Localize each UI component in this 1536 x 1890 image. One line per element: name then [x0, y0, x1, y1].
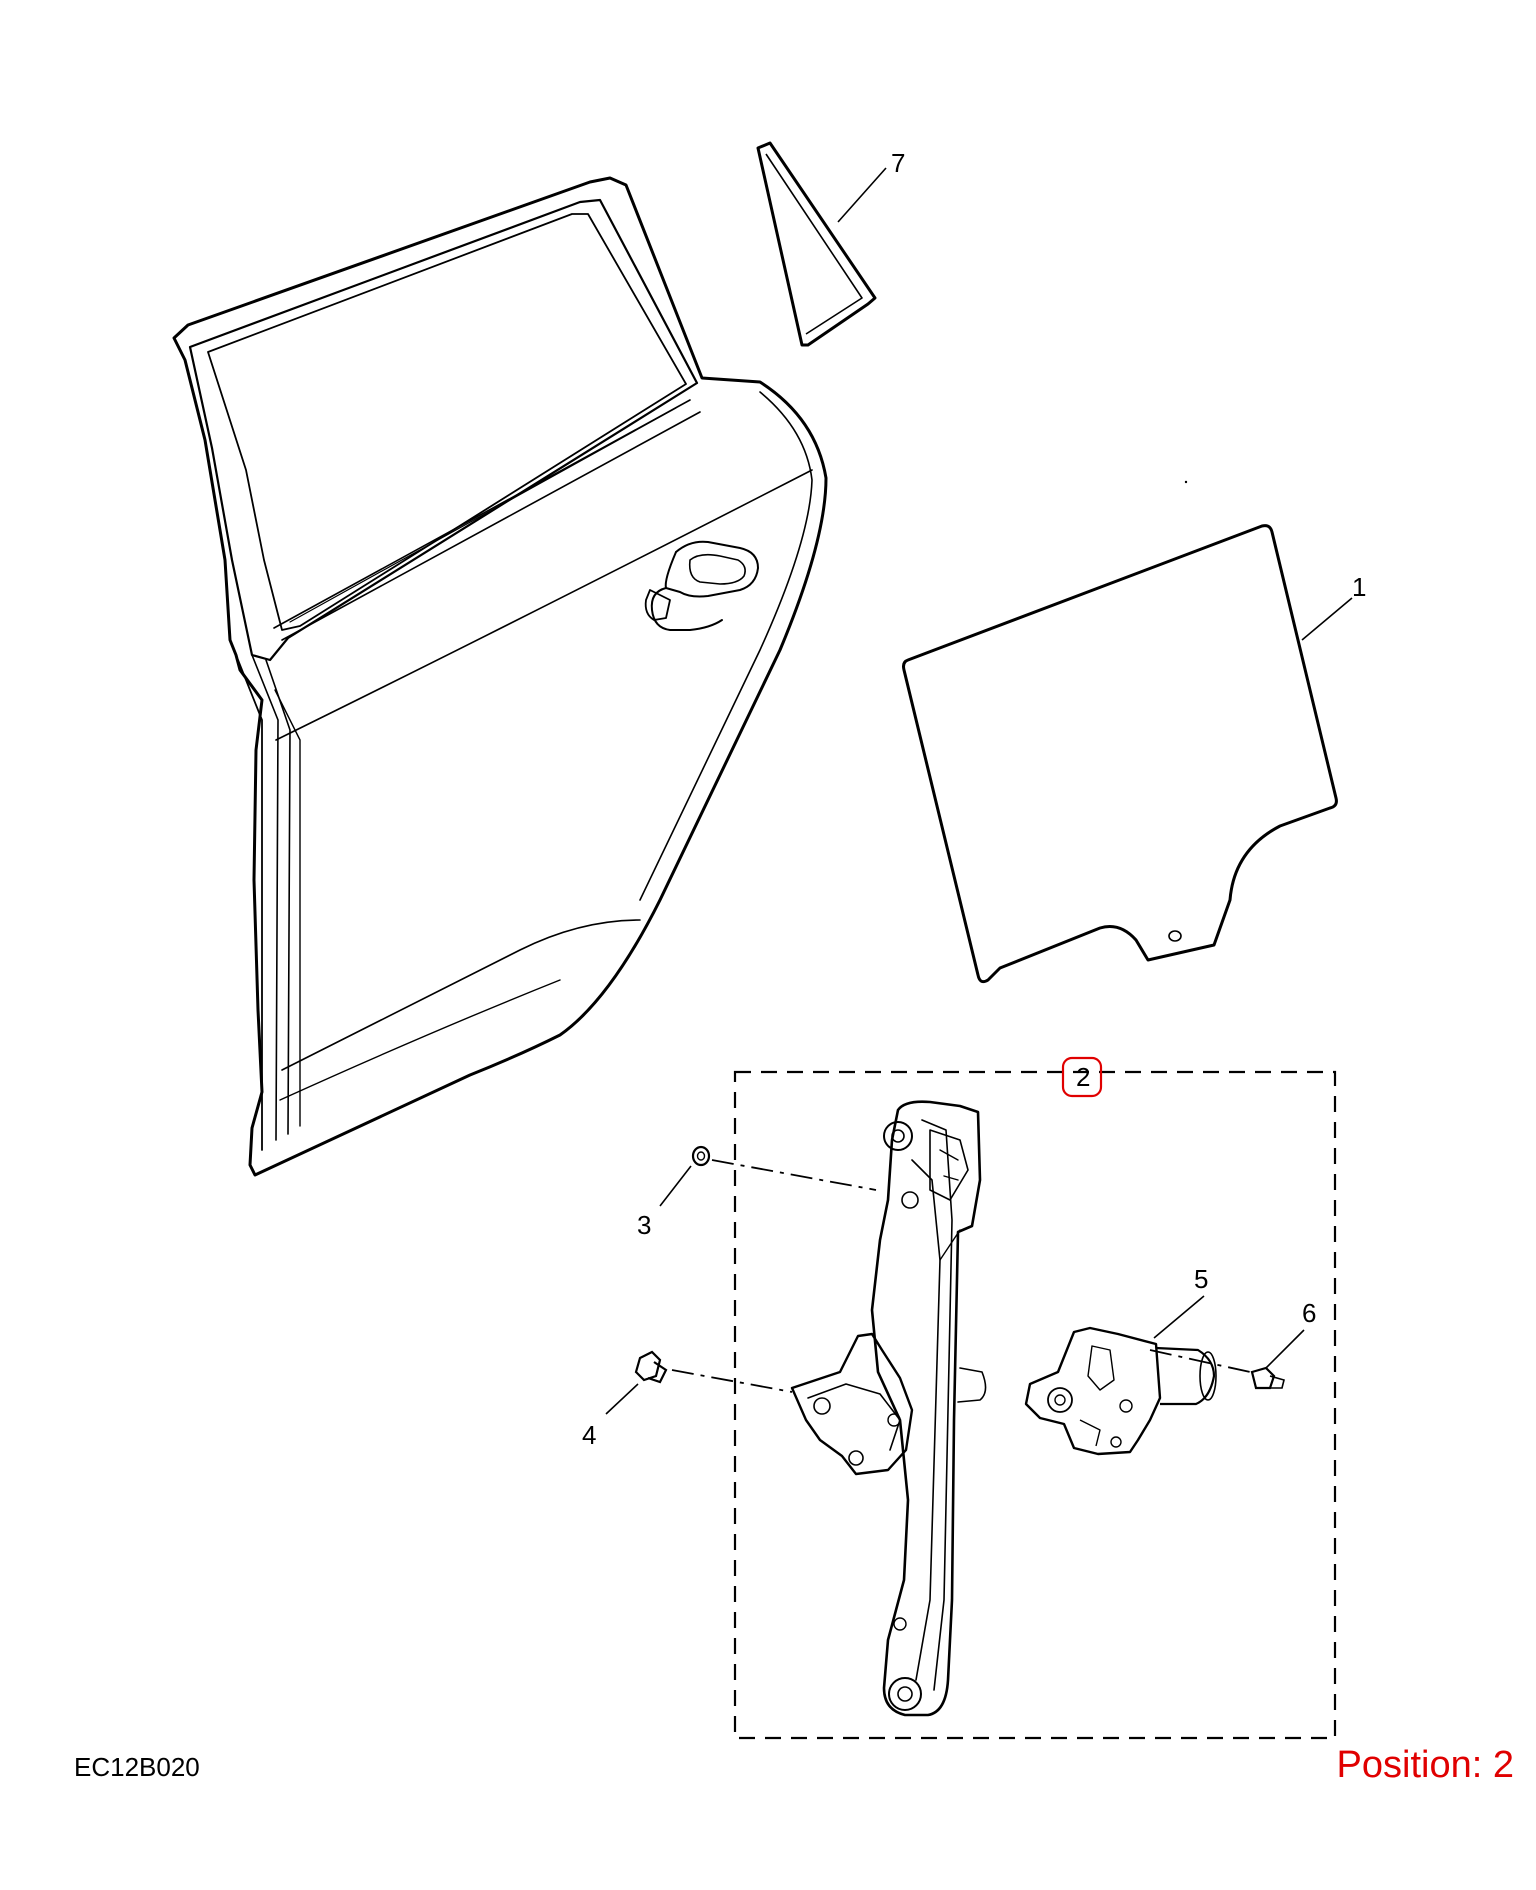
- upper-pulley-icon: [883, 1121, 913, 1151]
- door-glass: [902, 480, 1338, 984]
- callout-3: 3: [637, 1210, 651, 1240]
- callout-2[interactable]: 2: [1076, 1062, 1090, 1092]
- leader-lines: [605, 167, 1353, 1415]
- position-label: Position: 2: [1336, 1744, 1514, 1786]
- lower-pulley-icon: [888, 1677, 922, 1711]
- callout-7: 7: [891, 148, 905, 178]
- callout-6: 6: [1302, 1298, 1316, 1328]
- bolt-part-4: [634, 1350, 668, 1384]
- regulator-motor: [1024, 1326, 1217, 1456]
- nut-part-3: [691, 1145, 711, 1167]
- window-regulator: [790, 1100, 987, 1717]
- quarter-window-glass: [756, 141, 877, 347]
- rear-door-shell: [172, 176, 828, 1177]
- diagram-code: EC12B020: [74, 1752, 200, 1782]
- assembly-lines: [671, 1159, 1251, 1393]
- regulator-assembly-group-frame: [733, 1070, 1337, 1740]
- callout-1: 1: [1352, 572, 1366, 602]
- callout-5: 5: [1194, 1264, 1208, 1294]
- glass-mounting-hole-icon: [1168, 930, 1182, 942]
- callout-4: 4: [582, 1420, 596, 1450]
- selected-callout-highlight: [1061, 1056, 1103, 1098]
- screw-part-6: [1250, 1366, 1285, 1390]
